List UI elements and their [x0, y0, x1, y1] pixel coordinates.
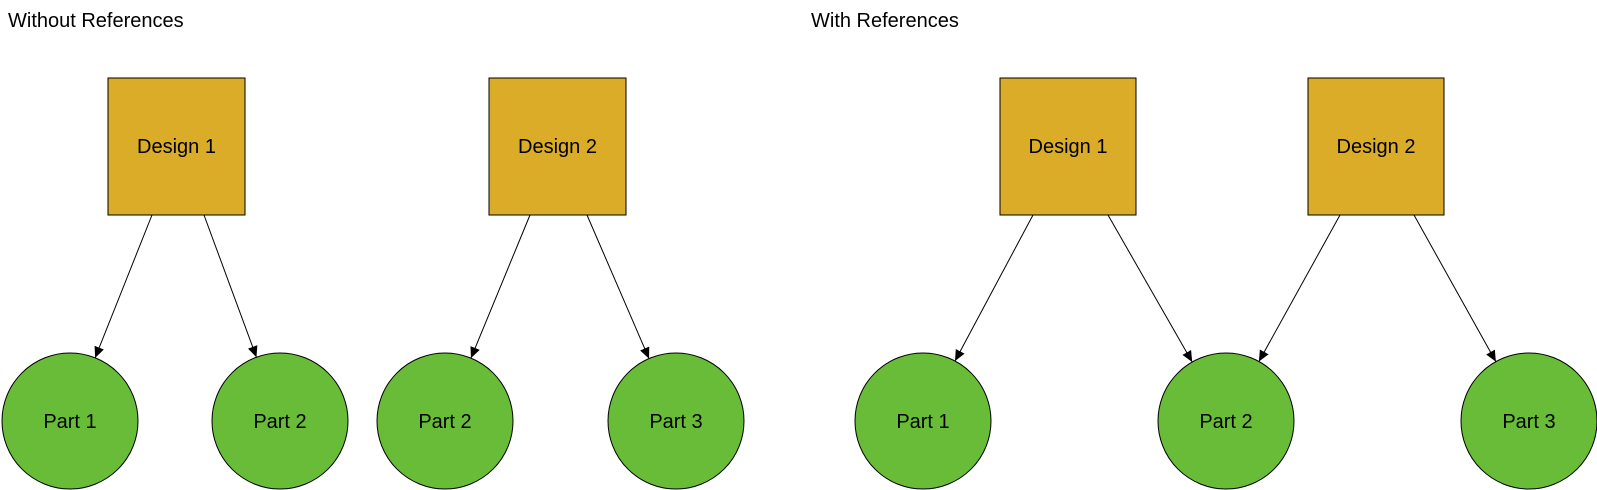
design-label: Design 2: [518, 136, 597, 158]
part-label: Part 3: [1502, 411, 1555, 433]
design-1-box: [999, 77, 1137, 216]
part-label: Part 3: [649, 411, 702, 433]
part-label: Part 2: [1199, 411, 1252, 433]
panel-without-references: Design 1 Design 2 Part 1 Part 2 Part 2 P…: [1, 77, 745, 490]
design-label: Design 1: [1029, 136, 1108, 158]
edge-arrow: [470, 214, 531, 359]
edge-arrow: [586, 214, 650, 359]
part-node: Part 2: [1157, 352, 1295, 490]
part-2-circle: [1157, 352, 1295, 490]
design-node: Design 1: [107, 77, 246, 216]
part-node: Part 3: [607, 352, 745, 490]
part-node: Part 2: [211, 352, 349, 490]
part-label: Part 2: [418, 411, 471, 433]
design-2-box: [1307, 77, 1445, 216]
panel-title-without-references: Without References: [8, 10, 184, 32]
part-1-circle: [854, 352, 992, 490]
edge-arrow: [94, 214, 153, 359]
edge-arrow: [1413, 214, 1497, 362]
design-node: Design 2: [488, 77, 627, 216]
design-2-box: [488, 77, 627, 216]
part-node: Part 1: [854, 352, 992, 490]
panel-with-references: Design 1 Design 2 Part 1 Part 2 Part 3: [854, 77, 1597, 490]
design-label: Design 1: [137, 136, 216, 158]
part-node: Part 3: [1460, 352, 1597, 490]
edge-arrow: [1258, 214, 1341, 362]
design-node: Design 2: [1307, 77, 1445, 216]
edge-arrow: [1107, 214, 1193, 363]
part-label: Part 1: [43, 411, 96, 433]
part-3-circle: [607, 352, 745, 490]
part-node: Part 2: [376, 352, 514, 490]
part-label: Part 1: [896, 411, 949, 433]
design-node: Design 1: [999, 77, 1137, 216]
part-2-circle: [376, 352, 514, 490]
part-label: Part 2: [253, 411, 306, 433]
edges-layer: [94, 214, 1497, 363]
design-label: Design 2: [1337, 136, 1416, 158]
design-1-box: [107, 77, 246, 216]
edge-arrow: [203, 214, 258, 358]
panel-title-with-references: With References: [811, 10, 959, 32]
part-3-circle: [1460, 352, 1597, 490]
part-2-circle: [211, 352, 349, 490]
edge-arrow: [954, 214, 1034, 362]
part-1-circle: [1, 352, 139, 490]
part-node: Part 1: [1, 352, 139, 490]
